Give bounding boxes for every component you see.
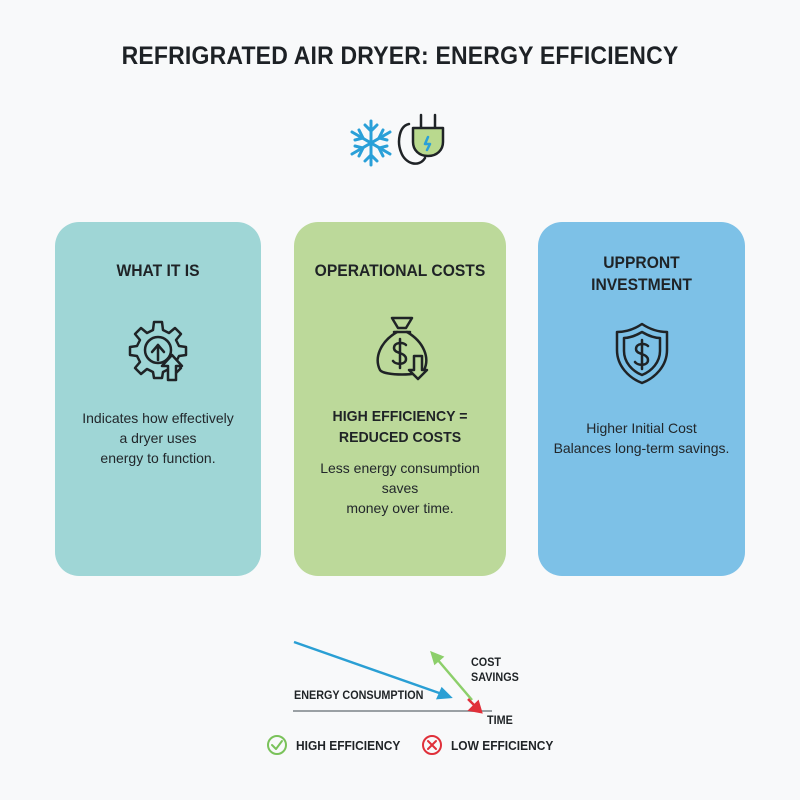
card-description: Higher Initial Cost Balances long-term s… [553, 420, 730, 456]
savings-arrow [430, 650, 473, 701]
legend-label: HIGH EFFICIENCY [296, 737, 401, 753]
power-plug-icon [397, 113, 445, 165]
energy-arrow [293, 640, 453, 700]
card-title: UPPRONT INVESTMENT [591, 253, 692, 294]
gear-arrow-icon [126, 318, 190, 387]
cost-savings-label: COST SAVINGS [471, 655, 519, 684]
card-upfront-investment: UPPRONT INVESTMENT Higher Initial Cost B… [538, 222, 745, 576]
time-label: TIME [487, 713, 513, 727]
page-title: REFRIGRATED AIR DRYER: ENERGY EFFICIENCY [121, 42, 679, 70]
legend-label: LOW EFFICIENCY [451, 737, 554, 753]
legend-high-efficiency: HIGH EFFICIENCY [266, 734, 409, 756]
card-description: Indicates how effectively a dryer uses e… [82, 410, 234, 466]
snowflake-icon [350, 119, 392, 167]
card-operational-costs: OPERATIONAL COSTS HIGH EFFICIENCY = REDU… [294, 222, 506, 576]
card-title: WHAT IT IS [116, 261, 200, 280]
energy-consumption-label: ENERGY CONSUMPTION [294, 688, 424, 702]
money-bag-icon [370, 312, 434, 387]
legend-low-efficiency: LOW EFFICIENCY [421, 734, 562, 756]
legend: HIGH EFFICIENCY LOW EFFICIENCY [266, 734, 575, 756]
red-arrowhead [467, 698, 483, 714]
x-circle-icon [422, 735, 443, 755]
card-what-it-is: WHAT IT IS Indicates how effectively a d… [55, 222, 261, 576]
card-description: Less energy consumption saves money over… [320, 460, 480, 516]
shield-dollar-icon [613, 320, 671, 391]
hero-icons [345, 112, 455, 174]
card-title: OPERATIONAL COSTS [314, 261, 486, 280]
check-circle-icon [267, 735, 287, 755]
card-highlight: HIGH EFFICIENCY = REDUCED COSTS [332, 408, 468, 446]
efficiency-graph: COST SAVINGS ENERGY CONSUMPTION TIME [280, 630, 540, 730]
